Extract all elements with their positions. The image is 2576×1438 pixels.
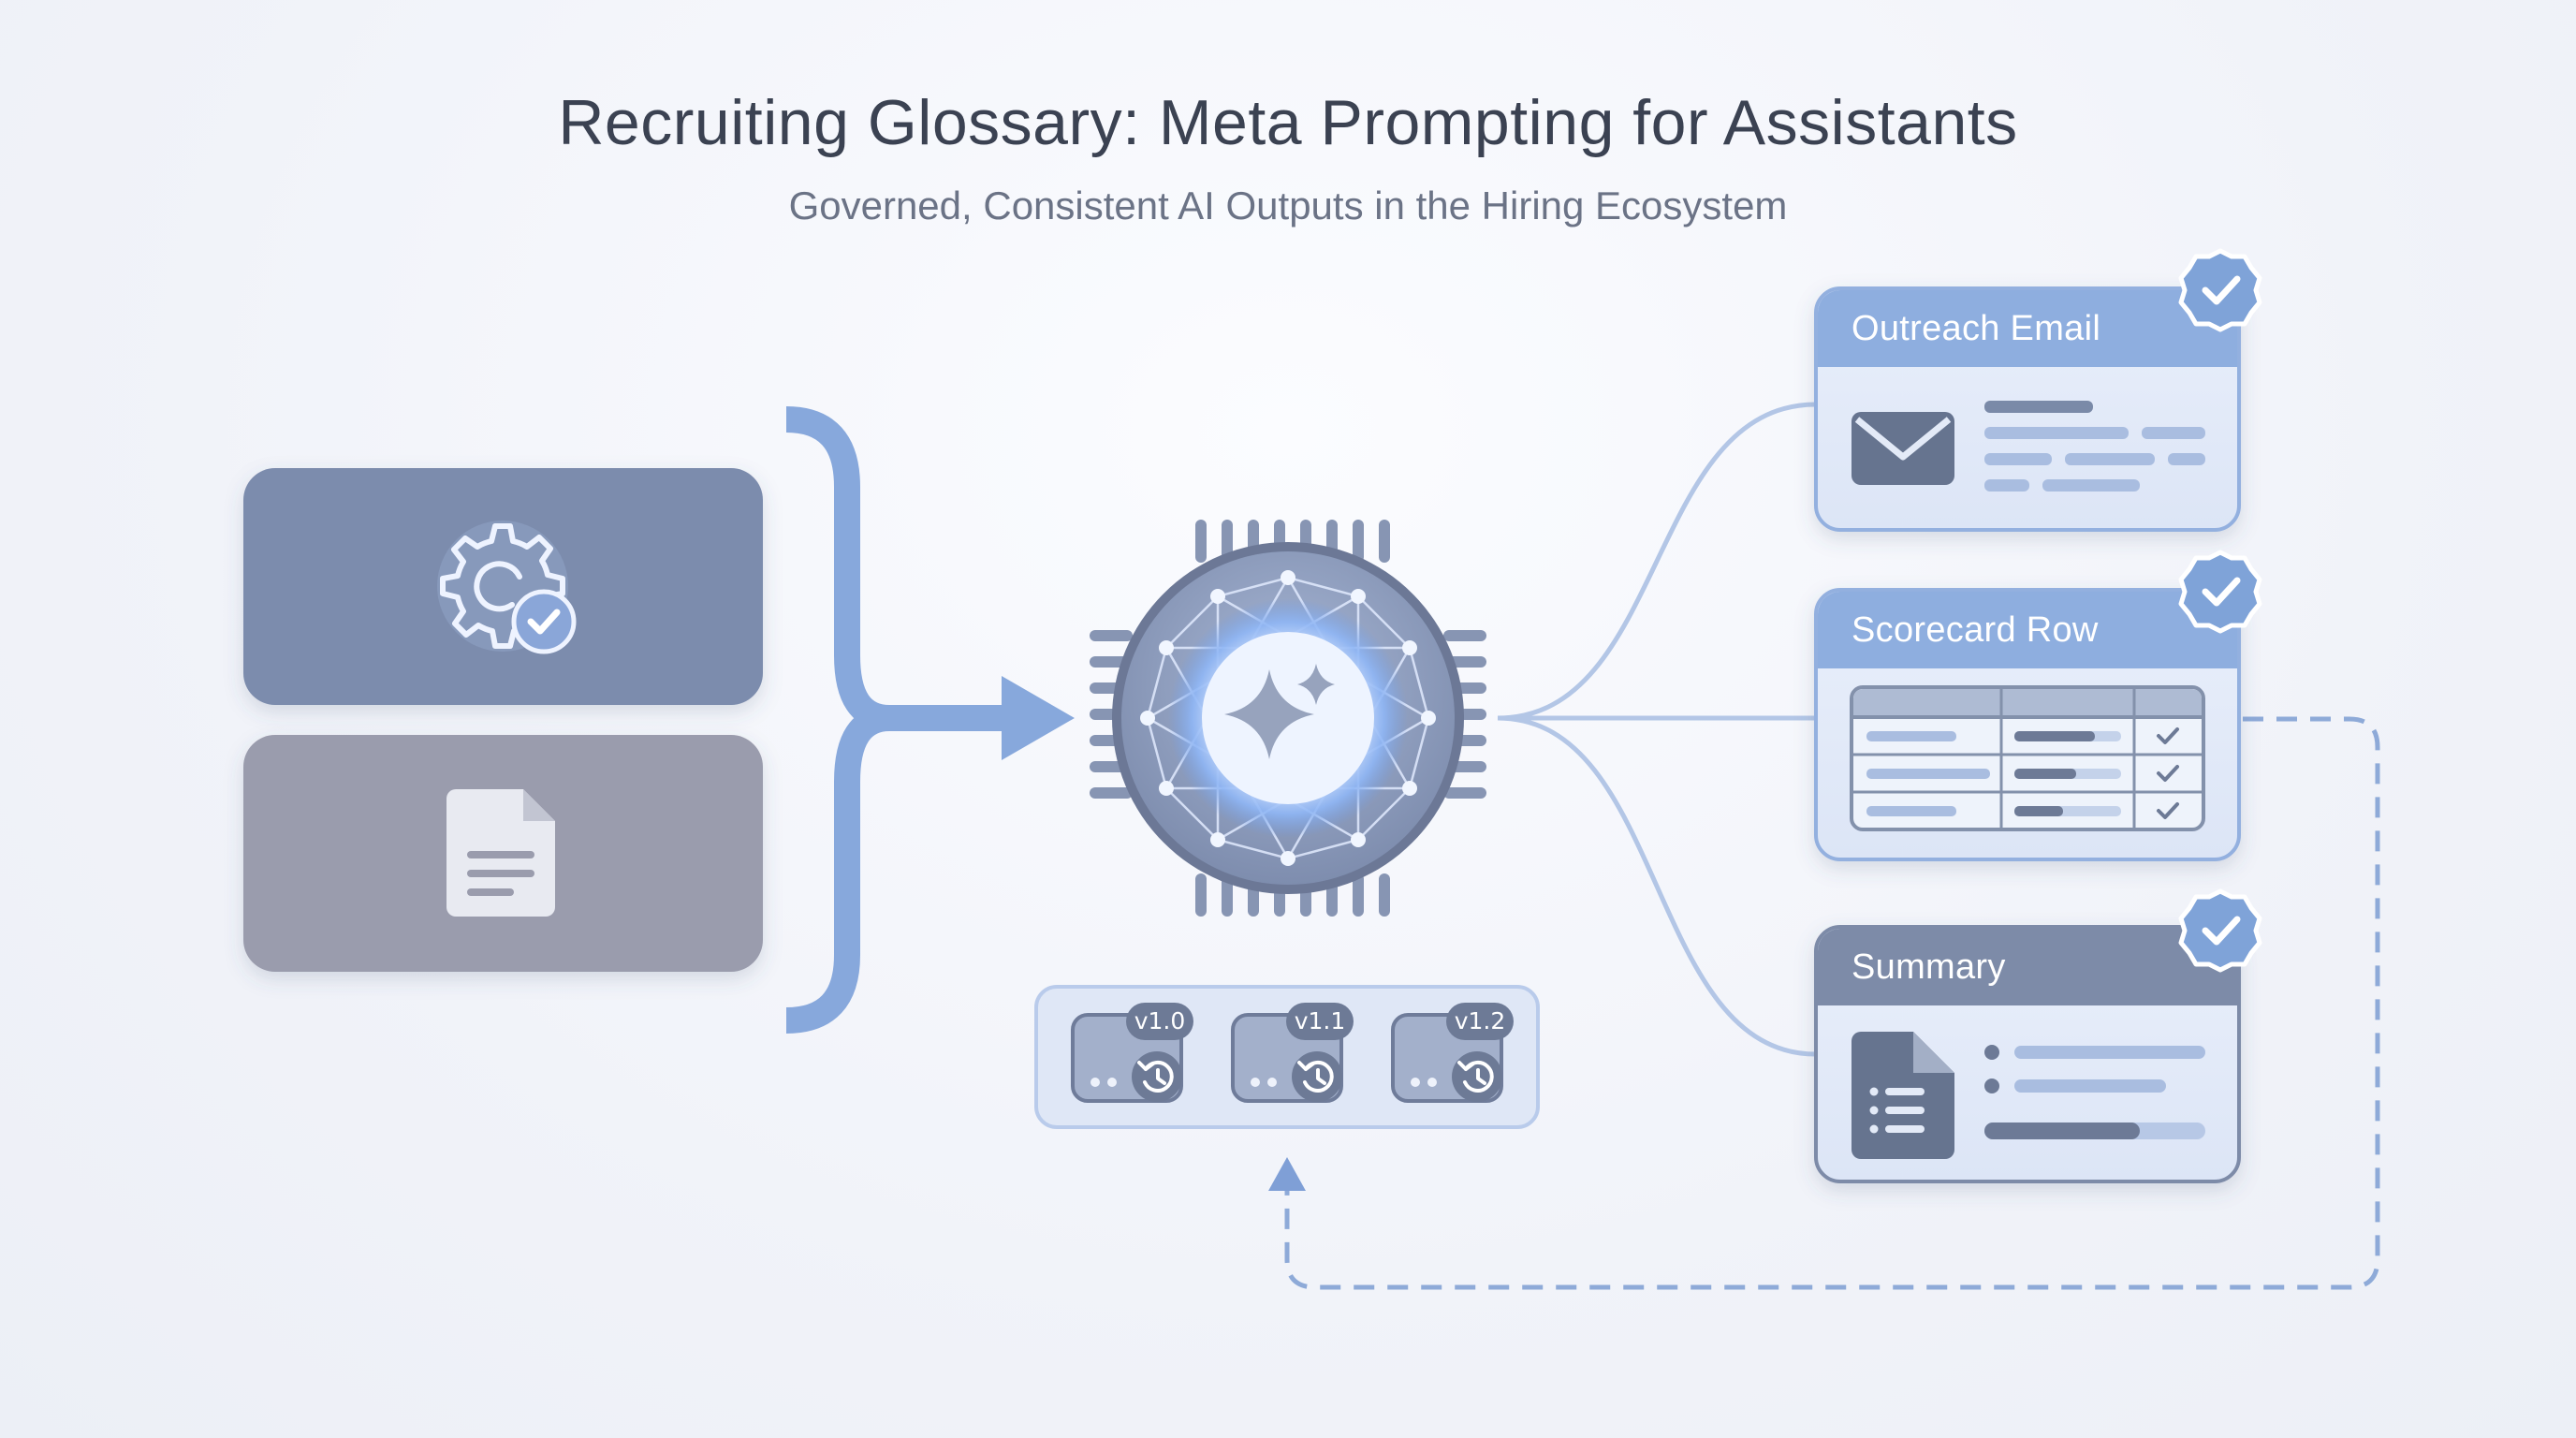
input-block-document	[243, 735, 763, 972]
email-preview-lines	[1984, 401, 2205, 492]
history-icon	[1292, 1051, 1342, 1102]
output-card-summary[interactable]	[1814, 925, 2241, 1183]
feedback-loop-line	[1284, 716, 2380, 1290]
prompt-version-tray	[1034, 985, 1540, 1129]
check-badge-icon	[2178, 248, 2262, 332]
output-card-title-summary: Summary	[1852, 947, 2006, 987]
version-tile-v1-2[interactable]	[1391, 1003, 1514, 1103]
table-icon	[1850, 685, 2205, 831]
input-block-config	[243, 468, 763, 705]
version-label-v1-0: v1.0	[1134, 1007, 1186, 1034]
history-icon	[1452, 1051, 1502, 1102]
summary-document-icon	[1852, 1032, 1954, 1159]
output-card-outreach-email[interactable]	[1814, 286, 2241, 532]
merge-bracket-arrow	[785, 406, 1006, 1034]
feedback-arrow-head	[1268, 1157, 1306, 1191]
gear-check-icon	[437, 521, 577, 654]
output-card-title-outreach-email: Outreach Email	[1852, 309, 2101, 348]
check-badge-icon	[2178, 888, 2262, 973]
document-icon	[446, 789, 555, 917]
version-tile-v1-1[interactable]	[1231, 1003, 1354, 1103]
output-card-scorecard-row[interactable]	[1814, 588, 2241, 861]
check-badge-icon	[2178, 550, 2262, 634]
version-tile-v1-0[interactable]	[1071, 1003, 1193, 1103]
ai-chip-sparkle-icon	[1090, 520, 1486, 917]
summary-preview-lines	[1984, 1045, 2205, 1139]
version-label-v1-2: v1.2	[1454, 1007, 1506, 1034]
history-icon	[1132, 1051, 1182, 1102]
output-card-title-scorecard-row: Scorecard Row	[1852, 610, 2099, 650]
envelope-icon	[1852, 412, 1954, 485]
arrow-head	[1002, 676, 1075, 760]
version-label-v1-1: v1.1	[1294, 1007, 1346, 1034]
page-subtitle: Governed, Consistent AI Outputs in the H…	[788, 183, 1788, 227]
page-title: Recruiting Glossary: Meta Prompting for …	[558, 87, 2018, 158]
output-connectors	[1497, 402, 1817, 1057]
